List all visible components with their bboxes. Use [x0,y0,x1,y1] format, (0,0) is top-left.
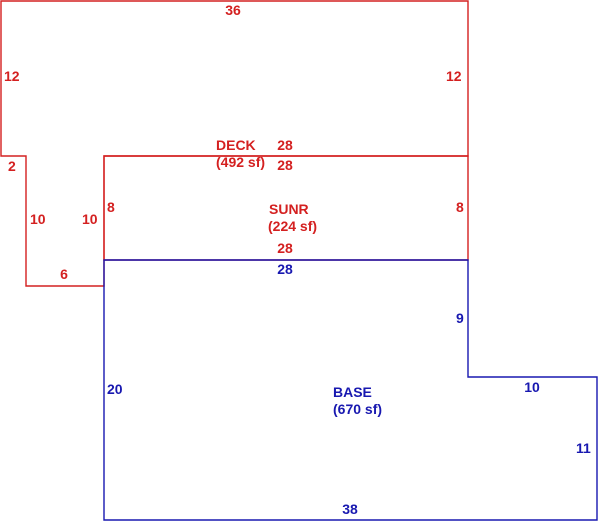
sunroom-right-dimension: 8 [456,199,464,215]
sunroom-top-dimension: 28 [277,157,293,173]
base-top-dimension: 28 [277,261,293,277]
base-left-dimension: 20 [107,381,123,397]
deck-top-dimension: 36 [225,2,241,18]
base-bottom-dimension: 38 [342,501,358,517]
deck-inner-dimension: 28 [277,137,293,153]
deck-right-dimension: 12 [446,68,462,84]
base-outline [103,259,598,521]
deck-step-dimension: 2 [8,158,16,174]
deck-notch-inner-dimension: 10 [82,211,98,227]
deck-notch-bottom-dimension: 6 [60,266,68,282]
sunroom-name-label: SUNR [269,201,309,217]
sunroom-bottom-dimension: 28 [277,240,293,256]
sunroom-left-dimension: 8 [107,199,115,215]
base-area-label: (670 sf) [333,401,382,417]
sunroom-area-label: (224 sf) [268,218,317,234]
base-step-dimension: 10 [524,379,540,395]
deck-name-label: DECK [216,137,256,153]
deck-area-label: (492 sf) [216,154,265,170]
deck-left-dimension: 12 [4,68,20,84]
base-right-lower-dimension: 11 [576,440,591,456]
base-name-label: BASE [333,384,372,400]
base-right-upper-dimension: 9 [456,310,464,326]
deck-notch-outer-dimension: 10 [30,211,46,227]
